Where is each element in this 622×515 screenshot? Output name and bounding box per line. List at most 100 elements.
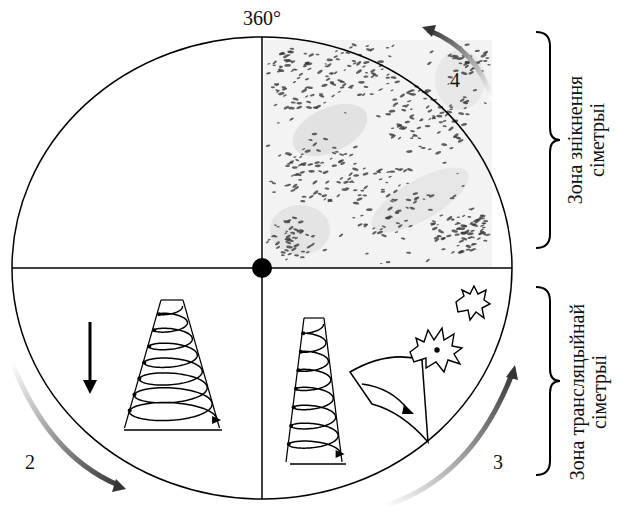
fish-dot bbox=[449, 104, 453, 107]
fish-dot bbox=[376, 171, 381, 174]
fish-dot bbox=[480, 214, 485, 217]
fish-dot bbox=[437, 131, 442, 135]
fish-dot bbox=[483, 240, 487, 242]
fish-dot bbox=[267, 63, 270, 65]
fish-dot bbox=[405, 198, 411, 201]
fish-dot bbox=[289, 161, 293, 163]
circle-frame bbox=[12, 37, 512, 499]
fish-dot bbox=[266, 144, 271, 147]
fish-dot bbox=[290, 70, 294, 73]
fish-dot bbox=[340, 161, 346, 165]
fish-dot bbox=[289, 47, 294, 50]
fish-dot bbox=[453, 133, 460, 139]
angle-label: 360° bbox=[243, 7, 281, 29]
fish-dot bbox=[483, 215, 486, 217]
fish-dot bbox=[326, 58, 333, 61]
helix-dot bbox=[137, 377, 141, 381]
fish-dot bbox=[406, 182, 409, 184]
fish-dot bbox=[302, 196, 307, 198]
fish-dot bbox=[435, 150, 442, 155]
fish-dot bbox=[386, 215, 392, 220]
fish-dot bbox=[300, 163, 306, 166]
fish-dot bbox=[274, 241, 280, 246]
fish-dot bbox=[479, 60, 483, 63]
fish-dot bbox=[353, 174, 359, 177]
fish-dot bbox=[446, 234, 452, 238]
fish-dot bbox=[380, 263, 383, 264]
fish-dot bbox=[312, 133, 318, 136]
fish-dot bbox=[353, 162, 357, 165]
fish-dot bbox=[290, 60, 295, 64]
fish-dot bbox=[285, 59, 291, 63]
fish-dot bbox=[312, 142, 318, 147]
fish-dot bbox=[288, 153, 293, 156]
fish-dot bbox=[483, 102, 487, 104]
callout-number: 4 bbox=[450, 69, 460, 91]
fish-dot bbox=[312, 190, 319, 196]
fish-dot bbox=[410, 108, 413, 110]
fish-dot bbox=[301, 88, 308, 93]
fish-dot bbox=[286, 245, 293, 249]
fish-dot bbox=[293, 156, 297, 158]
fish-dot bbox=[358, 81, 365, 84]
helix-dot bbox=[294, 387, 298, 391]
fish-dot bbox=[465, 113, 470, 116]
fish-dot bbox=[461, 237, 468, 241]
fish-dot bbox=[363, 75, 368, 78]
fish-dot bbox=[335, 151, 339, 153]
center-dot bbox=[252, 258, 272, 278]
helix-path bbox=[129, 306, 217, 421]
fish-dot bbox=[290, 189, 295, 192]
fish-dot bbox=[387, 206, 394, 211]
fish-dot bbox=[363, 223, 369, 228]
fish-dot bbox=[401, 237, 406, 240]
fish-dot bbox=[353, 201, 360, 205]
fish-dot bbox=[344, 112, 347, 114]
fish-dot bbox=[360, 190, 364, 192]
fish-dot bbox=[382, 225, 387, 228]
fish-dot bbox=[289, 160, 294, 164]
fish-dot bbox=[278, 51, 284, 56]
fish-dot bbox=[342, 188, 348, 191]
fish-dot bbox=[425, 125, 431, 127]
fish-dot bbox=[289, 117, 295, 121]
fish-dot bbox=[410, 93, 417, 96]
fish-dot bbox=[301, 251, 305, 253]
fish-dot bbox=[380, 68, 384, 70]
fish-dot bbox=[331, 83, 336, 86]
fish-dot bbox=[362, 194, 367, 197]
fish-dot bbox=[324, 63, 327, 65]
fish-dot bbox=[292, 97, 299, 101]
fish-dot bbox=[299, 155, 303, 158]
fish-dot bbox=[293, 243, 300, 248]
fish-dot bbox=[427, 61, 433, 66]
fish-dot bbox=[410, 130, 415, 133]
helix-dot bbox=[128, 408, 132, 412]
fish-figure bbox=[456, 286, 490, 320]
fish-dot bbox=[296, 102, 302, 104]
brackets bbox=[536, 32, 560, 475]
fish-dot bbox=[280, 251, 286, 254]
fish-dot bbox=[304, 86, 309, 90]
fish-dot bbox=[308, 53, 315, 58]
helix-dot bbox=[132, 393, 136, 397]
cone-edge bbox=[125, 300, 162, 428]
fish-dot bbox=[378, 89, 381, 92]
fish-dot bbox=[406, 252, 411, 254]
fish-dot bbox=[439, 214, 443, 216]
fish-dot bbox=[357, 93, 363, 96]
photo-shade bbox=[362, 155, 477, 245]
photo-shade bbox=[284, 93, 375, 167]
fish-dot bbox=[423, 98, 427, 100]
fish-dot bbox=[395, 209, 402, 213]
fish-dot bbox=[391, 44, 395, 47]
fish-dot bbox=[336, 181, 341, 184]
fish-dot bbox=[385, 113, 391, 116]
fish-dot bbox=[438, 229, 442, 231]
fish-dot bbox=[338, 233, 343, 238]
helix-dot bbox=[301, 331, 305, 335]
fish-dot bbox=[357, 223, 363, 227]
fish-dot bbox=[452, 56, 458, 59]
fish-dot bbox=[418, 145, 422, 147]
